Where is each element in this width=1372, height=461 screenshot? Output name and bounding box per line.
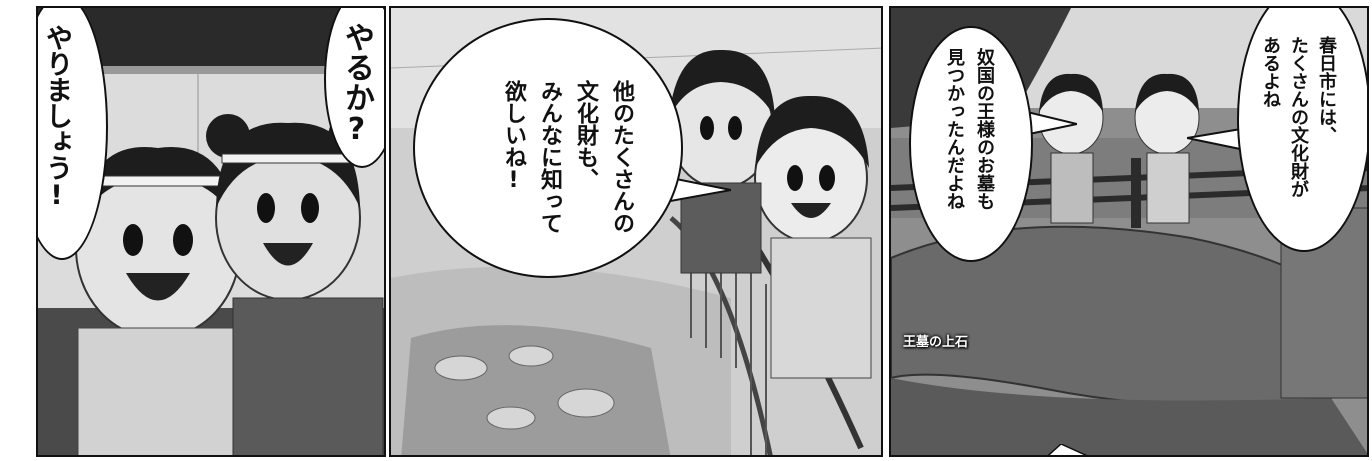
speech-line: 見つかったんだよね (944, 48, 965, 210)
speech-line: 他のたくさんの (609, 80, 634, 234)
speech-line: 欲しいね! (501, 80, 526, 193)
speech-line: 文化財も、 (573, 80, 598, 190)
speech-line: 春日市には、 (1316, 36, 1337, 144)
speech-line: やるか? (339, 22, 374, 147)
speech-text: 奴国の王様のお墓も 見つかったんだよね (941, 48, 997, 210)
speech-line: あるよね (1260, 36, 1281, 108)
corner-marker (1047, 444, 1088, 455)
speech-text: 他のたくさんの 文化財も、 みんなに知って 欲しいね! (497, 80, 637, 234)
speech-line: 奴国の王様のお墓も (974, 48, 995, 210)
speech-line: やりましょう! (41, 24, 72, 210)
comic-panel-2: 他のたくさんの 文化財も、 みんなに知って 欲しいね! (389, 6, 883, 457)
photo-caption: 王墓の上石 (903, 335, 969, 350)
speech-bubble: 春日市には、 たくさんの文化財が あるよね (1237, 8, 1367, 252)
speech-bubble: やるか? (324, 8, 384, 168)
speech-tail (1027, 110, 1077, 136)
speech-line: たくさんの文化財が (1288, 36, 1309, 198)
speech-bubble: 奴国の王様のお墓も 見つかったんだよね (909, 26, 1033, 262)
comic-panel-3: 春日市には、 たくさんの文化財が あるよね 奴国の王様のお墓も 見つかったんだよ… (889, 6, 1369, 457)
comic-panel-1: やりましょう! やるか? (36, 6, 386, 457)
speech-line: みんなに知って (537, 80, 562, 234)
speech-bubble: 他のたくさんの 文化財も、 みんなに知って 欲しいね! (413, 18, 683, 278)
speech-text: 春日市には、 たくさんの文化財が あるよね (1257, 36, 1339, 198)
